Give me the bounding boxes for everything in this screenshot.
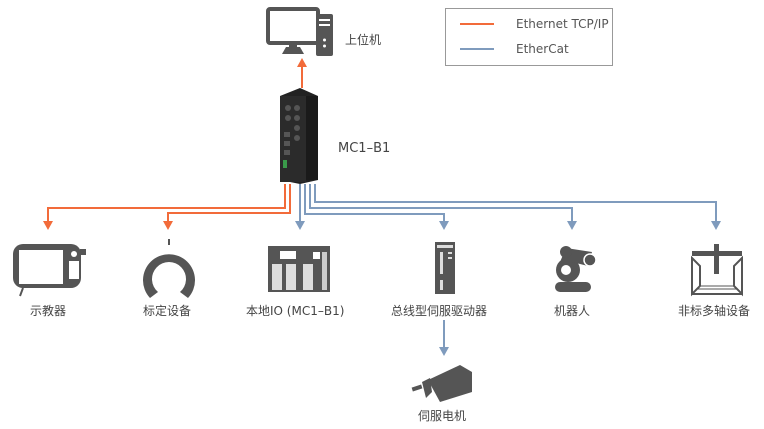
arrow-head [295, 221, 305, 230]
arrow-head [439, 347, 449, 356]
teach-pendant-icon [13, 244, 86, 297]
local-io-label: 本地IO (MC1–B1) [246, 304, 345, 318]
servo-drive-icon [435, 242, 455, 294]
link-servo-drive [304, 184, 445, 222]
computer-icon [266, 7, 333, 56]
arrow-head [711, 221, 721, 230]
robot-arm-icon [555, 246, 597, 292]
servo-motor-icon [411, 365, 472, 402]
calibration-label: 标定设备 [143, 304, 192, 318]
arrow-head [567, 221, 577, 230]
legend-item-ethernet: Ethernet TCP/IP [460, 17, 609, 31]
calibration-device-icon [143, 239, 195, 298]
servo-motor-label: 伺服电机 [418, 409, 467, 423]
legend: Ethernet TCP/IP EtherCat [445, 8, 613, 66]
arrow-head [439, 221, 449, 230]
legend-swatch-ethernet [460, 23, 494, 25]
teach-pendant-label: 示教器 [30, 304, 67, 318]
legend-item-ethercat: EtherCat [460, 42, 569, 56]
link-teach-pendant [47, 184, 286, 222]
link-robot [309, 184, 573, 222]
multi-axis-label: 非标多轴设备 [678, 304, 751, 318]
ethercat-links [299, 184, 717, 348]
host-label: 上位机 [345, 33, 382, 47]
link-calibration [167, 184, 291, 222]
arrow-head [43, 221, 53, 230]
arrow-head [163, 221, 173, 230]
legend-label: Ethernet TCP/IP [516, 17, 609, 31]
legend-swatch-ethercat [460, 48, 494, 50]
servo-drive-label: 总线型伺服驱动器 [391, 304, 488, 318]
ethernet-links [47, 184, 291, 222]
robot-label: 机器人 [554, 304, 591, 318]
legend-label: EtherCat [516, 42, 569, 56]
local-io-icon [268, 246, 330, 292]
gantry-machine-icon [691, 244, 743, 297]
controller-label: MC1–B1 [338, 141, 391, 156]
arrow-head [297, 58, 307, 67]
link-controller-host [297, 58, 307, 88]
link-multi-axis [314, 184, 717, 222]
controller-device-image [280, 88, 318, 184]
